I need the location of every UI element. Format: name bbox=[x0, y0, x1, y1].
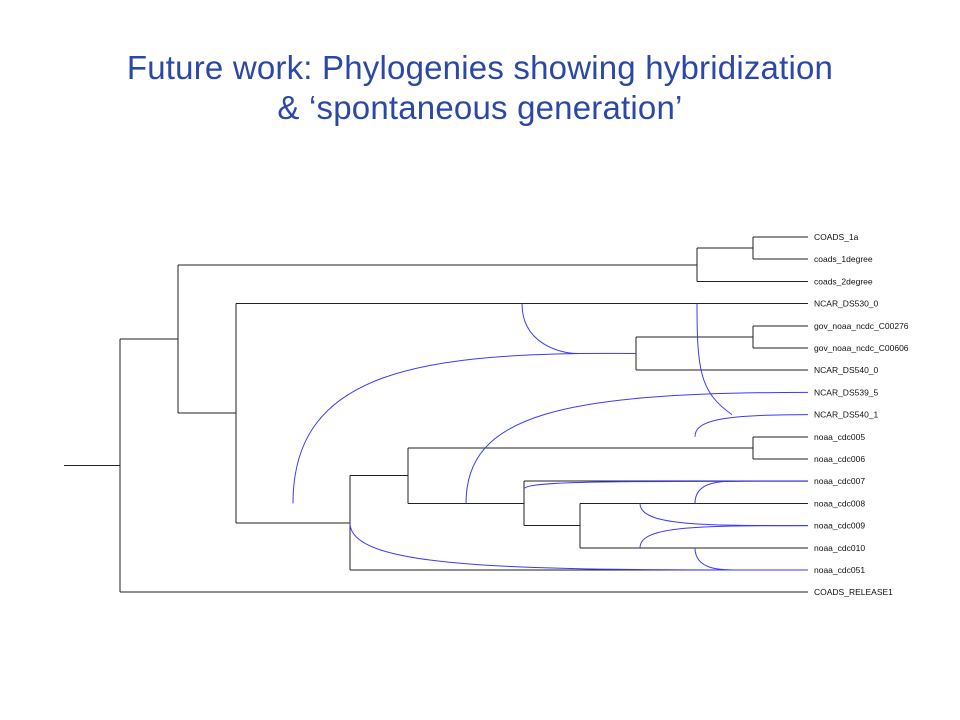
leaf-label: coads_2degree bbox=[814, 276, 873, 286]
leaf-label: COADS_1a bbox=[814, 232, 859, 242]
slide-title-line-2: & ‘spontaneous generation’ bbox=[277, 89, 683, 126]
leaf-label: noaa_cdc009 bbox=[814, 521, 865, 531]
hybrid-curve-1 bbox=[292, 352, 637, 504]
leaf-label: noaa_cdc051 bbox=[814, 565, 865, 575]
leaf-label: noaa_cdc007 bbox=[814, 476, 865, 486]
hybrid-curve-11 bbox=[349, 522, 809, 571]
hybrid-curve-8 bbox=[639, 503, 809, 527]
leaf-label: gov_noaa_ncdc_C00276 bbox=[814, 321, 909, 331]
hybridization-edges bbox=[292, 303, 809, 571]
leaf-label: noaa_cdc010 bbox=[814, 543, 865, 553]
hybrid-curve-2 bbox=[521, 303, 579, 355]
slide-title: Future work: Phylogenies showing hybridi… bbox=[0, 48, 960, 128]
leaf-label: NCAR_DS540_0 bbox=[814, 365, 879, 375]
hybrid-curve-10 bbox=[694, 547, 741, 571]
hybrid-curve-5 bbox=[694, 414, 809, 437]
leaf-label: COADS_RELEASE1 bbox=[814, 587, 893, 597]
leaf-label: NCAR_DS530_0 bbox=[814, 299, 879, 309]
leaf-label: NCAR_DS539_5 bbox=[814, 387, 879, 397]
tree-edges bbox=[64, 236, 808, 593]
hybrid-curve-6 bbox=[523, 480, 809, 490]
leaf-label: noaa_cdc005 bbox=[814, 432, 865, 442]
leaf-label: coads_1degree bbox=[814, 254, 873, 264]
leaf-label: noaa_cdc008 bbox=[814, 498, 865, 508]
slide-title-line-1: Future work: Phylogenies showing hybridi… bbox=[126, 49, 834, 86]
hybrid-curve-9 bbox=[639, 525, 809, 548]
leaf-label: NCAR_DS540_1 bbox=[814, 410, 879, 420]
hybrid-curve-7 bbox=[694, 480, 741, 504]
leaf-label: noaa_cdc006 bbox=[814, 454, 865, 464]
leaf-label: gov_noaa_ncdc_C00606 bbox=[814, 343, 909, 353]
hybrid-curve-3 bbox=[696, 303, 733, 416]
leaf-labels: COADS_1a coads_1degree coads_2degreeNCAR_D… bbox=[814, 232, 909, 597]
hybrid-curve-4 bbox=[465, 391, 809, 504]
